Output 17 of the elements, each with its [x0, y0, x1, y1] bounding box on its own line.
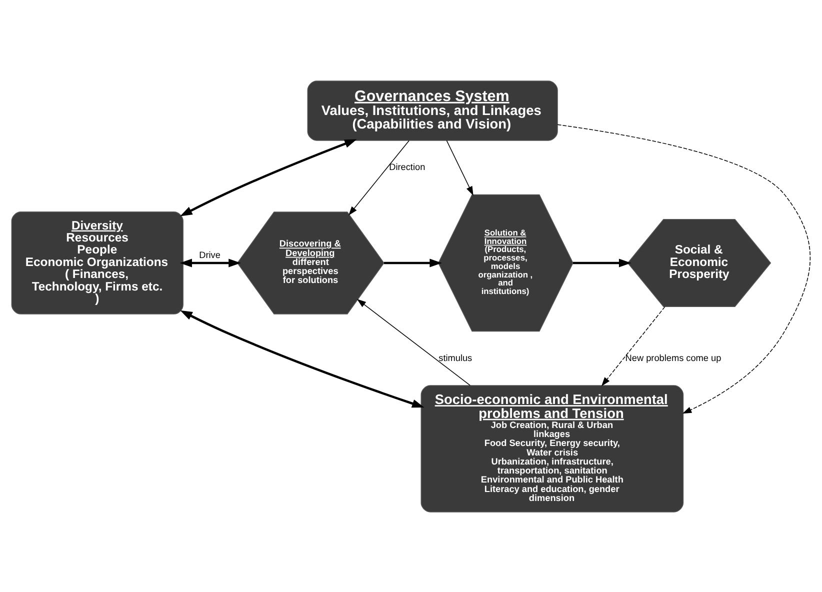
arrow — [557, 124, 810, 414]
arrow — [180, 258, 241, 267]
edge-label: stimulus — [438, 352, 472, 362]
arrow — [572, 258, 632, 267]
arrow — [384, 258, 442, 267]
edge-label: Direction — [389, 161, 426, 172]
arrow — [180, 138, 357, 216]
node-box: Governances System Values, Institutions, and Linkages (Capabilities and Vision) — [307, 80, 558, 140]
node-box: Socio-economic and Environmental problems and Tension Job Creation, Rural & Urban linkages Food Security, Energy security, Water crisis Urbanization, infrastructure, transportation, sanitation Environmental and Public Health Literacy and education, gender dimension — [420, 384, 684, 512]
node-box: Diversity Resources People Economic Organizations ( Finances, Technology, Firms etc. ) — [11, 211, 184, 314]
arrow — [348, 140, 410, 215]
edge-label: New problems come up — [625, 352, 722, 362]
edge-label: Drive — [199, 250, 220, 260]
arrow — [446, 140, 474, 196]
arrow — [356, 298, 471, 386]
arrow — [601, 306, 666, 386]
arrow — [180, 310, 424, 408]
